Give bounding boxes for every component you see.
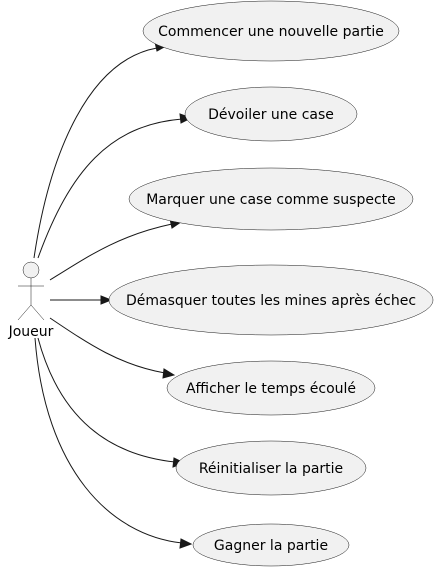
use-case-ellipse (142, 0, 400, 62)
use-case-ellipse (184, 86, 358, 142)
use-case-label: Marquer une case comme suspecte (146, 192, 396, 208)
use-case-ellipse (166, 360, 376, 416)
arrow-head-uc5 (162, 368, 176, 379)
association-uc3 (49, 223, 173, 281)
association-uc5 (49, 317, 166, 374)
use-case-gagner: Gagner la partie (192, 523, 350, 567)
use-case-ellipse (175, 440, 367, 496)
use-case-ellipse (108, 264, 434, 336)
use-case-label: Réinitialiser la partie (199, 461, 343, 477)
actor-leg-right (30, 304, 45, 321)
actor-label: Joueur (8, 324, 54, 340)
association-uc1 (33, 47, 158, 259)
use-case-label: Dévoiler une case (208, 107, 334, 123)
use-case-commencer: Commencer une nouvelle partie (142, 0, 400, 62)
use-case-label: Démasquer toutes les mines après échec (126, 293, 416, 309)
use-case-devoiler: Dévoiler une case (184, 86, 358, 142)
association-uc7 (34, 337, 183, 544)
use-case-label: Afficher le temps écoulé (186, 381, 356, 397)
actor-head (22, 261, 40, 279)
association-uc6 (37, 337, 176, 463)
actor-leg-left (17, 304, 32, 321)
use-case-demasquer: Démasquer toutes les mines après échec (108, 264, 434, 336)
use-case-afficher: Afficher le temps écoulé (166, 360, 376, 416)
associations (33, 41, 193, 549)
arrow-head-uc7 (179, 538, 193, 549)
use-case-ellipse (192, 523, 350, 567)
use-case-label: Gagner la partie (214, 538, 328, 554)
arrow-head-uc4 (100, 295, 113, 305)
use-case-marquer: Marquer une case comme suspecte (128, 167, 414, 231)
use-case-label: Commencer une nouvelle partie (158, 24, 384, 40)
use-case-reinitialiser: Réinitialiser la partie (175, 440, 367, 496)
use-case-ellipse (128, 167, 414, 231)
association-uc2 (37, 118, 183, 259)
actor-joueur: Joueur (8, 261, 54, 340)
